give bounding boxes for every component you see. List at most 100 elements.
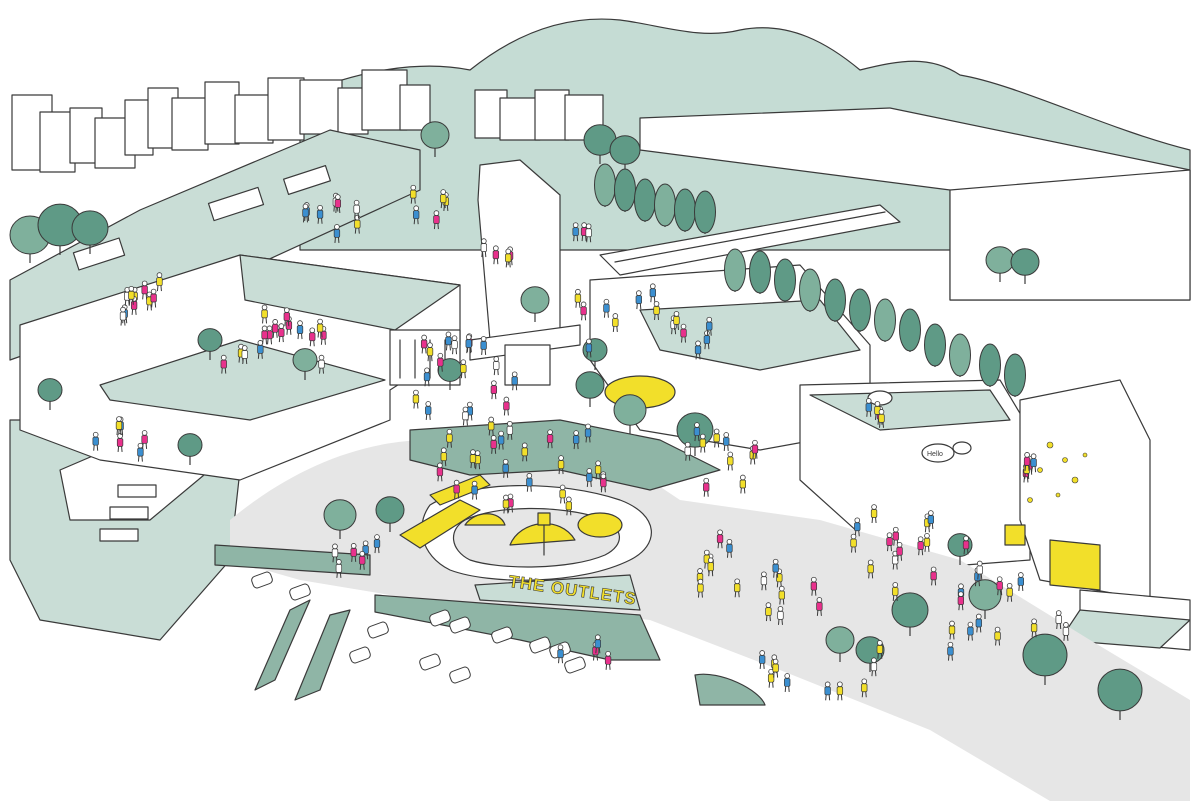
person: [353, 199, 360, 219]
person: [502, 494, 510, 514]
tree: [1010, 248, 1040, 284]
person: [557, 455, 565, 475]
person: [559, 484, 566, 504]
person: [480, 336, 487, 355]
person: [713, 428, 720, 448]
person: [445, 331, 452, 351]
person: [892, 582, 899, 601]
tree: [924, 323, 946, 367]
person: [333, 224, 341, 243]
person: [565, 496, 572, 516]
person: [453, 479, 460, 499]
person: [917, 536, 924, 556]
tree: [891, 592, 929, 636]
car: [491, 626, 513, 644]
tree: [37, 378, 63, 410]
tree: [197, 328, 223, 360]
person: [673, 311, 680, 330]
person: [503, 396, 510, 416]
person: [506, 420, 513, 440]
tree: [824, 278, 846, 322]
tree: [825, 626, 855, 662]
person: [436, 462, 444, 482]
person: [684, 441, 691, 461]
person: [278, 323, 285, 343]
tree: [177, 433, 203, 465]
person: [784, 673, 791, 692]
person: [437, 352, 444, 372]
person: [892, 526, 899, 546]
person: [480, 238, 487, 258]
person: [141, 430, 148, 449]
tree: [420, 121, 450, 157]
tree: [634, 178, 656, 222]
person: [1062, 622, 1070, 641]
person: [703, 477, 710, 497]
person: [1030, 453, 1037, 473]
person: [272, 319, 279, 338]
speech-bubble-text: Hello: [927, 451, 943, 458]
sky-bridge: [599, 204, 901, 276]
tree: [520, 286, 550, 322]
person: [878, 409, 885, 428]
person: [585, 338, 593, 358]
tree: [292, 348, 318, 380]
person: [716, 529, 724, 549]
person: [585, 223, 592, 243]
person: [726, 538, 733, 558]
tree: [594, 163, 616, 207]
person: [572, 430, 580, 450]
person: [334, 194, 341, 214]
person: [466, 401, 474, 421]
speech-bubble: Hello: [867, 390, 972, 463]
person: [635, 290, 642, 310]
person: [765, 602, 772, 622]
person: [706, 316, 713, 336]
wall-stars: [1027, 441, 1088, 503]
person: [957, 591, 965, 611]
person: [150, 288, 157, 308]
person: [462, 406, 469, 426]
tree: [674, 188, 696, 232]
person: [266, 325, 273, 345]
parked-cars: [251, 571, 586, 684]
person: [440, 447, 447, 467]
person: [115, 416, 123, 436]
person: [778, 585, 785, 605]
tree: [654, 183, 676, 227]
person: [423, 367, 431, 387]
left-building-block: [19, 254, 461, 481]
person: [824, 681, 831, 701]
person: [490, 380, 498, 400]
person: [680, 323, 687, 343]
person: [469, 449, 477, 469]
person: [1017, 572, 1024, 592]
person: [350, 543, 357, 562]
person: [861, 678, 868, 698]
person: [488, 416, 495, 436]
car: [419, 653, 441, 671]
car: [367, 621, 389, 639]
person: [586, 468, 593, 487]
car: [449, 666, 471, 684]
person: [241, 345, 248, 365]
person: [816, 597, 823, 616]
person: [772, 558, 779, 578]
person: [474, 450, 481, 470]
tree: [614, 168, 636, 212]
person: [318, 354, 325, 374]
person: [751, 439, 759, 459]
person: [359, 550, 366, 570]
tree: [849, 288, 871, 332]
person: [723, 432, 730, 451]
central-lawn: [409, 419, 721, 491]
person: [316, 318, 324, 338]
tree: [874, 298, 896, 342]
person: [870, 504, 878, 524]
tree: [375, 496, 405, 532]
person: [492, 245, 500, 265]
person: [739, 474, 746, 494]
person: [505, 248, 512, 268]
tree: [855, 636, 885, 672]
person: [119, 306, 127, 326]
